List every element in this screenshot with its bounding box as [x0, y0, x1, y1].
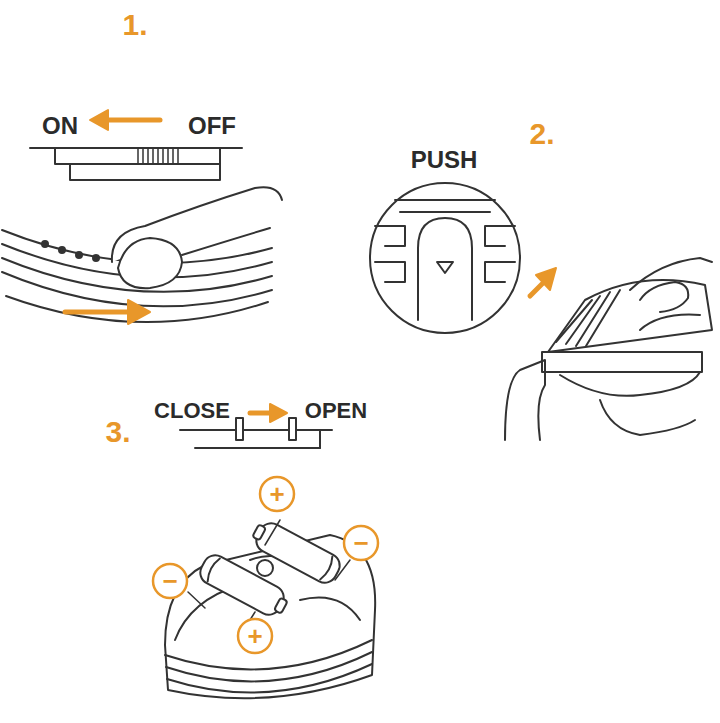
switch-label: OPEN: [296, 398, 376, 424]
step-number: 1.: [105, 7, 165, 43]
polarity-sign: +: [264, 479, 290, 510]
switch-label: CLOSE: [147, 398, 237, 424]
polarity-sign: +: [242, 621, 268, 652]
step-number: 3.: [88, 414, 148, 450]
polarity-sign: −: [348, 528, 374, 559]
polarity-sign: −: [157, 566, 183, 597]
switch-label: ON: [25, 111, 95, 140]
step-number: 2.: [512, 116, 572, 152]
action-label: PUSH: [394, 145, 494, 174]
switch-label: OFF: [177, 111, 247, 140]
